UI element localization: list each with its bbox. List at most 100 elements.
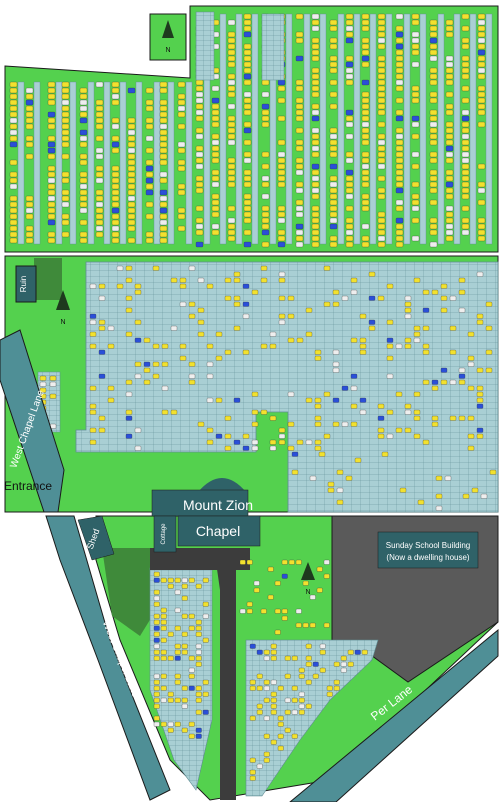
gravestone [270,679,277,685]
gravestone [79,117,88,124]
plot-column [437,13,445,245]
plot-column [369,13,377,245]
top-grave-columns [9,13,493,248]
gravestone [305,397,313,403]
gravestone [211,85,220,92]
gravestone [311,205,320,212]
gravestone [476,391,484,397]
gravestone [79,189,88,196]
gravestone [411,151,420,158]
gravestone [181,583,188,589]
gravestone [311,67,320,74]
gravestone [445,67,454,74]
gravestone [49,393,57,399]
gravestone [251,289,259,295]
gravestone [287,337,295,343]
gravestone [261,181,270,188]
gravestone [411,43,420,50]
gravestone [95,177,104,184]
gravestone [395,205,404,212]
gravestone [25,237,34,244]
gravestone [431,385,439,391]
gravestone [345,151,354,158]
gravestone [395,13,404,20]
gravestone [411,97,420,104]
gravestone [277,211,286,218]
gravestone [329,133,338,140]
gravestone [345,109,354,116]
gravestone [332,349,340,355]
gravestone [153,619,160,625]
gravestone [227,121,236,128]
gravestone [361,163,370,170]
gravestone [95,225,104,232]
gravestone [461,109,470,116]
gravestone [445,145,454,152]
gravestone [197,319,205,325]
gravestone [181,595,188,601]
gravestone [277,733,284,739]
gravestone [422,439,430,445]
gravestone [145,213,154,220]
gravestone [227,235,236,242]
gravestone [249,643,256,649]
gravestone [206,283,214,289]
gravestone [445,109,454,116]
gravestone [284,709,291,715]
gravestone [440,307,448,313]
gravestone [125,379,133,385]
gravestone [278,277,286,283]
gravestone [311,187,320,194]
plot-column [403,13,411,245]
gravestone [411,133,420,140]
gravestone [395,61,404,68]
gravestone [477,109,486,116]
gravestone [361,13,370,20]
gravestone [350,421,358,427]
gravestone [270,649,277,655]
plot-column [485,13,493,245]
gravestone [395,157,404,164]
cottage-building [153,515,177,553]
gravestone [395,217,404,224]
gravestone [111,117,120,124]
gravestone [161,343,169,349]
gravestone [461,217,470,224]
gravestone [167,697,174,703]
gravestone [9,93,18,100]
gravestone [395,43,404,50]
gravestone [429,169,438,176]
gravestone [95,231,104,238]
gravestone [361,181,370,188]
gravestone [211,205,220,212]
gravestone [181,727,188,733]
gravestone [263,715,270,721]
gravestone [202,613,209,619]
gravestone [25,87,34,94]
gravestone [211,115,220,122]
gravestone [211,181,220,188]
gravestone [143,361,151,367]
gravestone [243,25,252,32]
gravestone [311,163,320,170]
gravestone [461,157,470,164]
gravestone [477,85,486,92]
gravestone [177,81,186,88]
gravestone [261,241,270,248]
gravestone [167,655,174,661]
gravestone [195,109,204,116]
gravestone [277,235,286,242]
gravestone [329,19,338,26]
gravestone [197,277,205,283]
gravestone [107,385,115,391]
gravestone [361,43,370,50]
gravestone [98,283,106,289]
gravestone [134,361,142,367]
gravestone [145,165,154,172]
gravestone [61,87,70,94]
gravestone [243,205,252,212]
gravestone [461,85,470,92]
gravestone [111,177,120,184]
gravestone [195,655,202,661]
gravestone [311,229,320,236]
